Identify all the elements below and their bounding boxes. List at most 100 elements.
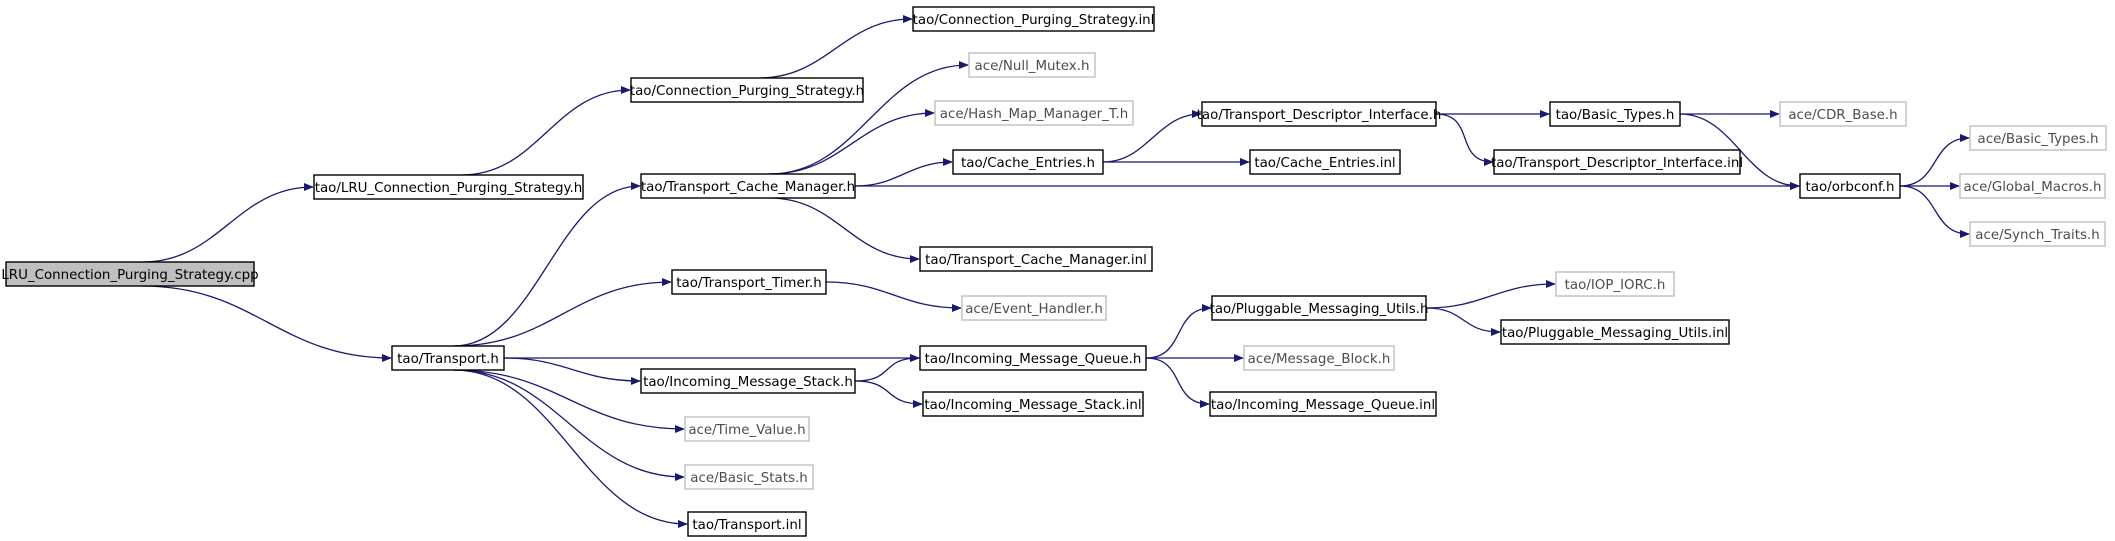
edge-transport_h-to-time_value [453, 369, 685, 433]
node-label: tao/Incoming_Message_Queue.h [925, 352, 1142, 367]
node-null-mutex: ace/Null_Mutex.h [968, 52, 1096, 78]
node-box [1500, 319, 1730, 345]
node-box [684, 464, 814, 490]
node-hash-map: ace/Hash_Map_Manager_T.h [934, 100, 1134, 126]
edge-tcm_h-to-tcm_inl [769, 197, 920, 263]
node-label: tao/Transport.h [397, 352, 499, 367]
node-label: ace/Null_Mutex.h [975, 59, 1090, 74]
edge-transport_h-to-transport_inl [453, 369, 688, 528]
node-synch-traits: ace/Synch_Traits.h [1969, 221, 2106, 247]
node-basic-types-tao[interactable]: tao/Basic_Types.h [1549, 101, 1681, 127]
node-ims-inl[interactable]: tao/Incoming_Message_Stack.inl [922, 391, 1144, 417]
node-basic-types-ace: ace/Basic_Types.h [1969, 125, 2107, 151]
node-box [630, 77, 864, 103]
node-box [640, 173, 856, 199]
edge-lru_cps_h-to-cps_h [461, 86, 631, 176]
edge-transport_h-to-ims_h [503, 357, 641, 385]
edge-tcm_h-to-cache_entries_h [854, 158, 953, 187]
node-cps-h[interactable]: tao/Connection_Purging_Strategy.h [630, 77, 864, 103]
node-message-block: ace/Message_Block.h [1243, 345, 1395, 371]
node-cdr-base: ace/CDR_Base.h [1779, 101, 1907, 127]
node-label: tao/Transport_Descriptor_Interface.h [1197, 108, 1442, 123]
node-tdi-inl[interactable]: tao/Transport_Descriptor_Interface.inl [1491, 149, 1743, 175]
node-pmu-h[interactable]: tao/Pluggable_Messaging_Utils.h [1210, 295, 1429, 321]
node-transport-inl[interactable]: tao/Transport.inl [687, 511, 807, 537]
edge-pmu_h-to-iop_iorc [1425, 280, 1556, 309]
node-box [1243, 345, 1395, 371]
node-label: ace/Message_Block.h [1248, 352, 1391, 367]
node-cache-entries-h[interactable]: tao/Cache_Entries.h [952, 149, 1104, 175]
node-tcm-h[interactable]: tao/Transport_Cache_Manager.h [640, 173, 856, 199]
node-box [5, 261, 255, 287]
node-imq-h[interactable]: tao/Incoming_Message_Queue.h [919, 345, 1147, 371]
node-imq-inl[interactable]: tao/Incoming_Message_Queue.inl [1209, 391, 1437, 417]
node-cache-entries-inl[interactable]: tao/Cache_Entries.inl [1249, 149, 1401, 175]
edge-transport_timer-to-event_handler [825, 281, 962, 312]
edge-cache_entries_h-to-tdi_h [1102, 110, 1202, 163]
edge-tdi_h-to-tdi_inl [1435, 113, 1494, 166]
node-box [391, 345, 505, 371]
node-label: tao/Transport_Cache_Manager.h [641, 180, 855, 195]
node-box [1249, 149, 1401, 175]
node-root[interactable]: LRU_Connection_Purging_Strategy.cpp [1, 261, 259, 287]
edge-imq_h-to-pmu_h [1145, 304, 1212, 359]
node-box [1211, 295, 1427, 321]
node-box [687, 511, 807, 537]
edge-transport_h-to-basic_stats [453, 369, 685, 481]
node-box [684, 416, 810, 442]
node-label: tao/Transport_Timer.h [676, 276, 821, 291]
node-label: ace/Basic_Stats.h [690, 471, 807, 486]
node-transport-h[interactable]: tao/Transport.h [391, 345, 505, 371]
node-tcm-inl[interactable]: tao/Transport_Cache_Manager.inl [919, 246, 1153, 272]
node-box [1549, 101, 1681, 127]
node-cps-inl[interactable]: tao/Connection_Purging_Strategy.inl [912, 6, 1155, 32]
node-box [1209, 391, 1437, 417]
edge-cps_h-to-cps_inl [758, 15, 913, 79]
node-label: ace/Synch_Traits.h [1975, 228, 2099, 243]
node-label: tao/LRU_Connection_Purging_Strategy.h [315, 181, 583, 196]
node-label: tao/Transport_Cache_Manager.inl [925, 253, 1147, 268]
node-ims-h[interactable]: tao/Incoming_Message_Stack.h [640, 368, 856, 394]
edge-pmu_h-to-pmu_inl [1425, 307, 1501, 336]
node-label: tao/Pluggable_Messaging_Utils.h [1210, 302, 1429, 317]
node-box [919, 345, 1147, 371]
node-box [1493, 149, 1741, 175]
node-label: ace/Time_Value.h [688, 423, 805, 438]
node-box [922, 391, 1144, 417]
node-label: tao/Incoming_Message_Stack.inl [924, 398, 1141, 413]
node-label: ace/Basic_Types.h [1978, 132, 2099, 147]
node-box [1799, 173, 1901, 199]
node-tdi-h[interactable]: tao/Transport_Descriptor_Interface.h [1197, 101, 1442, 127]
node-box [912, 6, 1155, 32]
node-label: tao/Incoming_Message_Queue.inl [1211, 398, 1435, 413]
node-label: ace/Event_Handler.h [965, 302, 1103, 317]
edge-ims_h-to-ims_inl [854, 380, 923, 408]
node-label: tao/Connection_Purging_Strategy.inl [913, 13, 1155, 28]
node-pmu-inl[interactable]: tao/Pluggable_Messaging_Utils.inl [1500, 319, 1730, 345]
node-label: tao/Incoming_Message_Stack.h [643, 375, 853, 390]
edge-root-to-transport_h [142, 285, 392, 362]
node-label: ace/Hash_Map_Manager_T.h [940, 107, 1128, 122]
node-label: tao/Transport.inl [692, 518, 801, 533]
edge-imq_h-to-imq_inl [1145, 357, 1210, 408]
node-lru-cps-h[interactable]: tao/LRU_Connection_Purging_Strategy.h [313, 174, 584, 200]
node-box [1779, 101, 1907, 127]
node-orbconf[interactable]: tao/orbconf.h [1799, 173, 1901, 199]
node-label: tao/orbconf.h [1806, 180, 1895, 195]
edge-tcm_h-to-hash_map [769, 109, 935, 175]
node-time-value: ace/Time_Value.h [684, 416, 810, 442]
edge-orbconf-to-basic_types_ace [1899, 134, 1970, 187]
node-label: tao/IOP_IORC.h [1565, 278, 1666, 293]
edge-tcm_h-to-null_mutex [769, 61, 969, 175]
node-box [640, 368, 856, 394]
node-box [961, 295, 1107, 321]
edge-transport_h-to-tcm_h [453, 182, 641, 347]
node-transport-timer[interactable]: tao/Transport_Timer.h [671, 269, 827, 295]
node-box [1201, 101, 1437, 127]
node-box [1969, 221, 2106, 247]
node-label: tao/Basic_Types.h [1556, 108, 1675, 123]
node-box [919, 246, 1153, 272]
edge-orbconf-to-synch_traits [1899, 185, 1970, 238]
node-label: tao/Transport_Descriptor_Interface.inl [1491, 156, 1743, 171]
node-label: ace/CDR_Base.h [1788, 108, 1897, 123]
